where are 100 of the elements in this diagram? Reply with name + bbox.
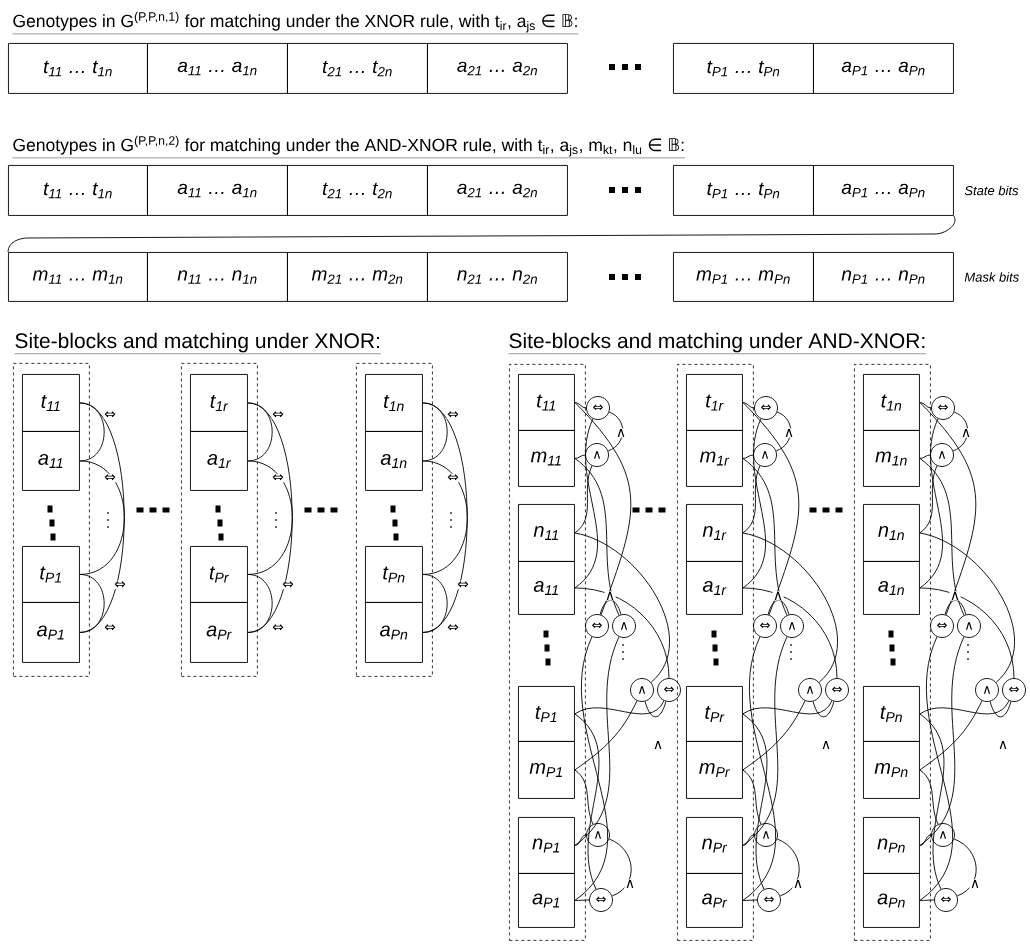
genotype-cell: m$_{P1}$ … m$_{Pn}$: [673, 252, 814, 302]
site-block-frame: [356, 363, 433, 677]
edge-label: ⇔: [113, 580, 127, 590]
edge-label: ∧: [792, 879, 804, 889]
edge-label: ∧: [997, 740, 1009, 750]
genotype-cell: a$_{21}$ … a$_{2n}$: [427, 43, 568, 94]
site-box: t$_{Pn}$: [365, 546, 423, 603]
site-box: m$_{1r}$: [686, 430, 743, 487]
arc-connector: [742, 402, 755, 409]
arc-connector: [919, 458, 965, 616]
genotype-cell: n$_{21}$ … n$_{2n}$: [427, 252, 568, 302]
arc-connector: [247, 402, 293, 633]
arc-connector: [574, 769, 594, 825]
arc-connector: [919, 587, 1015, 679]
arc-connector: [574, 587, 670, 679]
arc-connector: [742, 418, 766, 589]
site-box: a$_{11}$: [22, 431, 80, 491]
site-block-frame: [854, 364, 931, 941]
arc-connector: [919, 465, 938, 534]
arc-connector: [574, 402, 587, 409]
arc-connector: [574, 418, 598, 589]
edge-label: ∧: [604, 591, 616, 601]
genotype-cell: t$_{11}$ … t$_{1n}$: [8, 43, 148, 94]
arc-connector: [944, 599, 967, 615]
edge-label: ⇔: [271, 473, 285, 483]
arc-connector: [79, 460, 125, 575]
arc-connector: [775, 411, 792, 452]
arc-connector: [608, 838, 632, 897]
arc-connector: [919, 636, 965, 846]
arc-connector: [742, 465, 761, 534]
arc-connector: [919, 418, 943, 589]
genotype-cell: t$_{P1}$ … t$_{Pn}$: [673, 165, 814, 216]
arc-connector: [919, 454, 931, 459]
site-box: n$_{P1}$: [518, 817, 575, 874]
arc-connector: [574, 454, 586, 459]
arc-connector: [919, 636, 953, 901]
arc-connector: [919, 700, 1010, 715]
edge-label: ⇔: [456, 580, 470, 590]
site-box: n$_{1n}$: [863, 504, 920, 562]
site-box: a$_{1r}$: [190, 431, 248, 491]
arc-connector: [574, 700, 638, 771]
arc-connector: [574, 532, 670, 683]
arc-connector: [79, 574, 105, 633]
heading: Site-blocks and matching under XNOR:: [14, 332, 382, 354]
edge-label: ∧: [820, 740, 832, 750]
arc-connector: [574, 458, 620, 616]
arc-connector: [574, 402, 632, 616]
arc-connector: [989, 701, 1012, 718]
edge-label: ∧: [969, 879, 981, 889]
arc-connector: [742, 769, 762, 825]
edge-label: ∧: [949, 591, 961, 601]
genotype-cell: n$_{P1}$ … n$_{Pn}$: [813, 252, 954, 302]
arc-connector: [422, 574, 448, 633]
site-box: n$_{Pn}$: [863, 817, 920, 874]
genotype-cell: t$_{11}$ … t$_{1n}$: [8, 165, 148, 216]
site-box: m$_{Pr}$: [686, 741, 743, 799]
edge-label: ⇔: [446, 410, 460, 420]
site-box: n$_{Pr}$: [686, 817, 743, 874]
arc-connector: [919, 532, 1015, 683]
arc-connector: [953, 838, 977, 897]
site-box: a$_{P1}$: [518, 873, 575, 928]
edge-label: ∧: [772, 591, 784, 601]
arc-connector: [742, 700, 806, 771]
site-box: a$_{11}$: [518, 561, 575, 615]
arc-connector: [574, 834, 587, 846]
genotype-cell: a$_{21}$ … a$_{2n}$: [427, 165, 568, 216]
arc-connector: [919, 700, 983, 771]
heading: Site-blocks and matching under AND-XNOR:: [508, 332, 927, 354]
genotype-cell: a$_{11}$ … a$_{1n}$: [147, 43, 288, 94]
arc-connector: [574, 636, 620, 846]
arc-connector: [607, 411, 624, 452]
arc-connector: [574, 636, 608, 901]
arc-connector: [812, 701, 835, 718]
site-box: t$_{1n}$: [863, 374, 920, 431]
heading: Genotypes in G$^{(P,P,n,2)}$ for matching under the AND-XNOR rule, with t$_{ir}$, a$_{js}$, m$_{kt}$, n$_{lu}$ ∈ 𝔹:: [12, 135, 686, 159]
arc-connector: [767, 599, 790, 615]
edge-label: ⇔: [103, 410, 117, 420]
arc-connector: [574, 465, 593, 534]
genotype-cell: m$_{21}$ … m$_{2n}$: [287, 252, 428, 302]
genotype-cell: t$_{21}$ … t$_{2n}$: [287, 165, 428, 216]
site-box: t$_{Pn}$: [863, 686, 920, 742]
heading: Genotypes in G$^{(P,P,n,1)}$ for matching under the XNOR rule, with t$_{ir}$, a$_{js}$ ∈ 𝔹:: [12, 11, 579, 35]
edge-label: ⇔: [271, 410, 285, 420]
site-block-frame: [13, 363, 90, 677]
site-box: t$_{Pr}$: [686, 686, 743, 742]
site-box: t$_{P1}$: [22, 546, 80, 603]
site-box: a$_{Pr}$: [686, 873, 743, 928]
site-box: a$_{1r}$: [686, 561, 743, 615]
site-box: a$_{P1}$: [22, 602, 80, 663]
site-box: m$_{P1}$: [518, 741, 575, 799]
arc-connector: [919, 769, 939, 825]
site-box: a$_{Pn}$: [365, 602, 423, 663]
edge-label: ⇔: [281, 580, 295, 590]
arc-connector: [742, 454, 754, 459]
site-block-frame: [509, 364, 586, 941]
site-box: t$_{1r}$: [190, 374, 248, 432]
site-box: m$_{11}$: [518, 430, 575, 487]
site-box: t$_{Pr}$: [190, 546, 248, 603]
arc-connector: [742, 834, 755, 846]
site-box: n$_{11}$: [518, 504, 575, 562]
